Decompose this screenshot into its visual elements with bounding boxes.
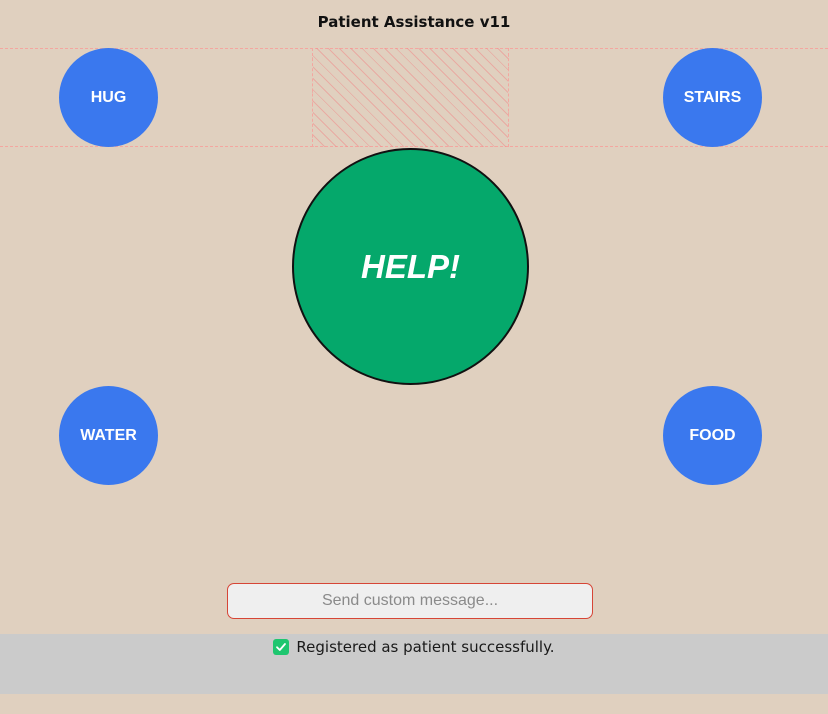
hatched-drop-zone	[312, 48, 509, 147]
check-icon	[273, 639, 290, 655]
page-title: Patient Assistance v11	[317, 13, 511, 31]
food-button[interactable]: FOOD	[663, 386, 762, 485]
status-bar: Registered as patient successfully.	[0, 634, 828, 694]
status-message: Registered as patient successfully.	[0, 638, 828, 656]
water-button[interactable]: WATER	[59, 386, 158, 485]
hug-button[interactable]: HUG	[59, 48, 158, 147]
stairs-button[interactable]: STAIRS	[663, 48, 762, 147]
custom-message-input[interactable]	[227, 583, 593, 619]
help-button[interactable]: HELP!	[292, 148, 529, 385]
status-text: Registered as patient successfully.	[296, 638, 555, 656]
